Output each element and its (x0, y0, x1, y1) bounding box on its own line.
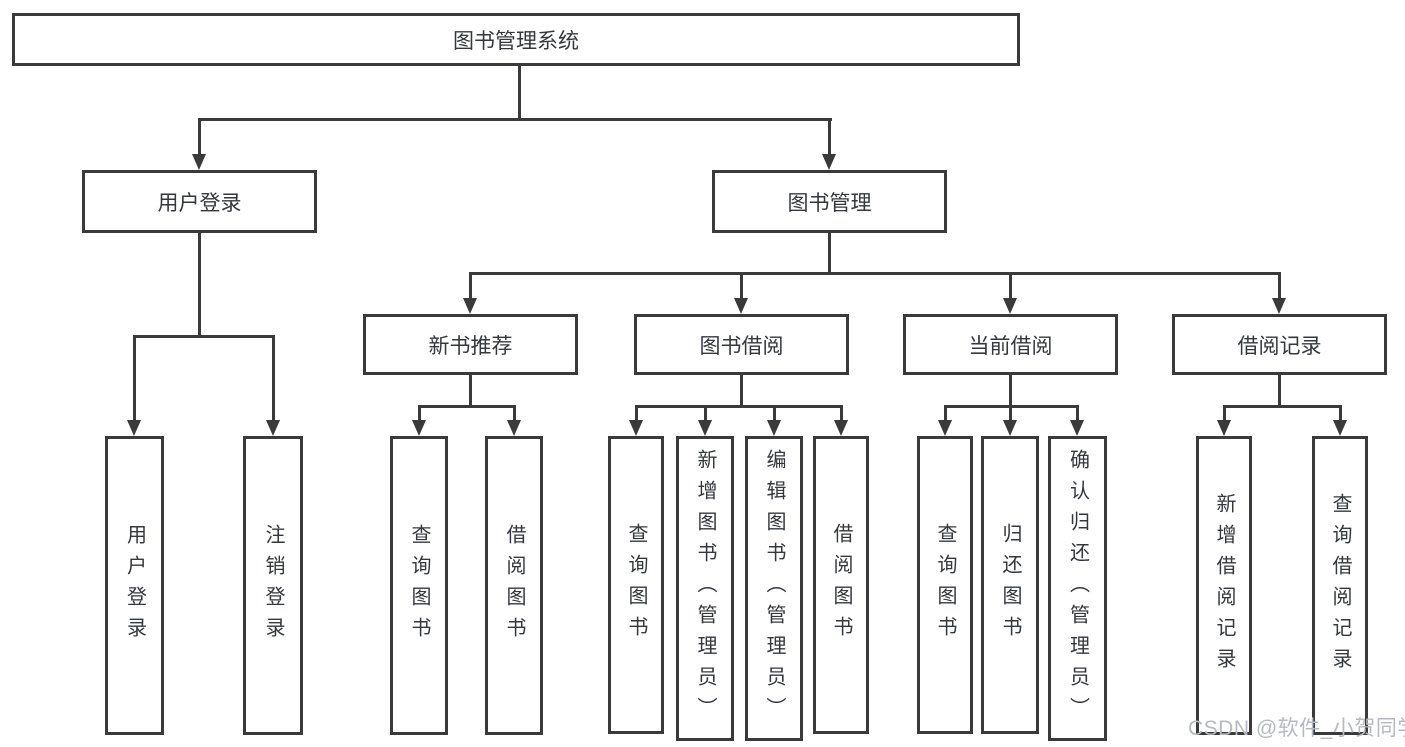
arrowhead-bb-borrow (834, 420, 848, 436)
leaf-label: 借阅图书 (503, 523, 525, 648)
connector-drop-borrow-records (1278, 272, 1281, 300)
connector-drop-cb-confirm (1076, 405, 1079, 422)
leaf-label: 编辑图书（管理员） (763, 449, 785, 728)
connector-drop-bb-borrow (840, 405, 843, 422)
arrowhead-leaf-logout (266, 420, 280, 436)
node-leaf-nbr-borrow-books: 借阅图书 (485, 436, 543, 735)
connector-drop-br-query (1339, 405, 1342, 422)
arrowhead-book-mgmt (822, 154, 836, 170)
connector-drop-br-add (1223, 405, 1226, 422)
connector-book-mgmt-bus (469, 272, 1281, 275)
leaf-label: 查询图书 (625, 523, 647, 647)
connector-drop-cb-query (944, 405, 947, 422)
connector-book-mgmt-stem (828, 233, 831, 275)
arrowhead-bb-add (698, 420, 712, 436)
connector-new-book-rec-bus (418, 405, 516, 408)
node-leaf-nbr-query-books: 查询图书 (390, 436, 448, 735)
arrowhead-cb-confirm (1070, 420, 1084, 436)
connector-root-bus (198, 118, 832, 121)
connector-new-book-rec-stem (469, 375, 472, 408)
leaf-label: 注销登录 (262, 523, 284, 648)
connector-current-borrow-stem (1009, 375, 1012, 408)
connector-user-login-stem (198, 233, 201, 338)
connector-root-stem (518, 66, 521, 120)
leaf-label: 用户登录 (123, 523, 146, 648)
arrowhead-leaf-login (127, 420, 141, 436)
leaf-label: 确认归还（管理员） (1066, 449, 1089, 728)
node-leaf-cb-return-books: 归还图书 (981, 436, 1039, 734)
leaf-label: 查询图书 (934, 523, 956, 647)
leaf-label: 查询借阅记录 (1329, 492, 1351, 679)
node-leaf-bb-borrow-books: 借阅图书 (813, 436, 869, 734)
node-leaf-cb-confirm-return-admin: 确认归还（管理员） (1048, 436, 1107, 741)
connector-drop-nbr-borrow (513, 405, 516, 422)
arrowhead-bb-query (629, 420, 643, 436)
connector-drop-user-login (198, 118, 201, 156)
node-borrow-records: 借阅记录 (1172, 314, 1387, 375)
node-leaf-bb-add-books-admin: 新增图书（管理员） (676, 436, 734, 741)
arrowhead-borrow-records (1272, 298, 1286, 314)
connector-drop-bb-query (635, 405, 638, 422)
node-leaf-bb-query-books: 查询图书 (608, 436, 664, 734)
connector-drop-leaf-login (133, 335, 136, 422)
leaf-label: 归还图书 (999, 523, 1021, 647)
node-leaf-logout: 注销登录 (243, 436, 303, 735)
node-user-login: 用户登录 (82, 170, 317, 233)
arrowhead-cb-return (1003, 420, 1017, 436)
arrowhead-current-borrow (1003, 298, 1017, 314)
connector-user-login-bus (133, 335, 275, 338)
node-book-borrow: 图书借阅 (634, 314, 849, 375)
connector-drop-book-mgmt (828, 118, 831, 156)
arrowhead-user-login (192, 154, 206, 170)
leaf-label: 新增图书（管理员） (694, 449, 716, 728)
connector-book-borrow-bus (635, 405, 842, 408)
connector-drop-bb-add (704, 405, 707, 422)
connector-drop-book-borrow (740, 272, 743, 300)
connector-drop-nbr-query (418, 405, 421, 422)
node-current-borrow: 当前借阅 (903, 314, 1118, 375)
connector-book-borrow-stem (740, 375, 743, 408)
node-new-book-rec: 新书推荐 (363, 314, 578, 375)
leaf-label: 查询图书 (408, 523, 430, 648)
connector-drop-leaf-logout (272, 335, 275, 422)
arrowhead-cb-query (938, 420, 952, 436)
node-leaf-cb-query-books: 查询图书 (917, 436, 973, 734)
connector-borrow-records-stem (1278, 375, 1281, 408)
csdn-watermark: CSDN @软件_小贺同学 (1188, 717, 1405, 740)
leaf-label: 借阅图书 (830, 523, 852, 647)
connector-drop-current-borrow (1009, 272, 1012, 300)
node-leaf-br-add-record: 新增借阅记录 (1196, 436, 1252, 735)
arrowhead-new-book-rec (463, 298, 477, 314)
node-root: 图书管理系统 (12, 13, 1020, 66)
connector-drop-bb-edit (773, 405, 776, 422)
arrowhead-nbr-borrow (507, 420, 521, 436)
node-leaf-user-login: 用户登录 (105, 436, 164, 735)
node-leaf-bb-edit-books-admin: 编辑图书（管理员） (745, 436, 803, 741)
connector-drop-new-book-rec (469, 272, 472, 300)
node-book-mgmt: 图书管理 (712, 170, 947, 233)
arrowhead-br-add (1217, 420, 1231, 436)
leaf-label: 新增借阅记录 (1213, 492, 1235, 679)
node-leaf-br-query-record: 查询借阅记录 (1312, 436, 1368, 735)
arrowhead-bb-edit (767, 420, 781, 436)
arrowhead-br-query (1333, 420, 1347, 436)
connector-drop-cb-return (1009, 405, 1012, 422)
arrowhead-book-borrow (734, 298, 748, 314)
arrowhead-nbr-query (412, 420, 426, 436)
connector-borrow-records-bus (1223, 405, 1342, 408)
